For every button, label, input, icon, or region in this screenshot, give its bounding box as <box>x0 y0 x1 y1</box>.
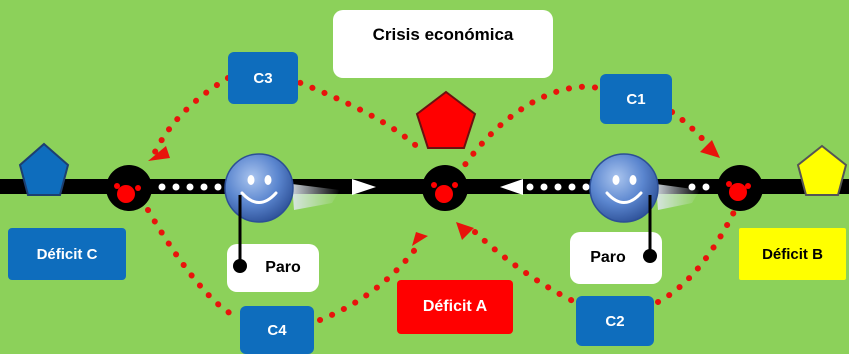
deficit-a-box <box>397 280 513 334</box>
smiley-face-icon <box>224 153 294 223</box>
title-box <box>333 10 553 78</box>
line-dots <box>144 183 710 191</box>
paro-right-label: Paro <box>590 249 626 266</box>
arc-c2-right <box>655 207 738 305</box>
paro-pointer-right <box>643 195 657 263</box>
paro-right-box <box>570 232 662 284</box>
c4-label: C4 <box>267 321 287 339</box>
arc-c4-left <box>145 207 243 321</box>
node-right <box>717 165 763 211</box>
node-left <box>106 165 152 211</box>
arc-c3-left <box>152 75 231 155</box>
deficit-b-box <box>739 228 846 280</box>
arrowhead-icon <box>148 146 170 161</box>
arc-c1-left <box>455 83 601 178</box>
paro-pointer-left <box>233 195 247 273</box>
arc-c2-left <box>472 229 578 305</box>
pentagon-icon <box>415 90 477 149</box>
deficit-c-box <box>8 228 126 280</box>
pentagon-icon <box>18 142 70 196</box>
left-arrow-icon <box>500 179 523 195</box>
c3-label: C3 <box>253 69 273 87</box>
arrowhead-icon <box>456 222 474 240</box>
arc-c4-right <box>317 240 423 323</box>
deficit-b-label: Déficit B <box>762 245 823 263</box>
page-title: Crisis económica <box>372 25 514 44</box>
c1-box <box>600 74 672 124</box>
pentagon-icon <box>796 144 848 196</box>
right-arrow-icon <box>352 179 376 195</box>
node-center <box>422 165 468 211</box>
paro-left-label: Paro <box>265 259 301 276</box>
motion-streak <box>656 184 700 210</box>
c2-label: C2 <box>605 312 625 330</box>
c1-label: C1 <box>626 90 646 108</box>
arrowheads <box>148 140 720 246</box>
deficit-c-label: Déficit C <box>36 245 98 263</box>
c3-box <box>228 52 298 104</box>
deficit-a-label: Déficit A <box>422 298 488 315</box>
c2-box <box>576 296 654 346</box>
arc-c3-right <box>285 75 426 155</box>
c4-box <box>240 306 314 354</box>
arrowhead-icon <box>700 140 720 158</box>
arrowhead-icon <box>412 232 428 246</box>
paro-left-box <box>227 244 319 292</box>
motion-streak <box>292 184 340 210</box>
smiley-face-icon <box>589 153 659 223</box>
